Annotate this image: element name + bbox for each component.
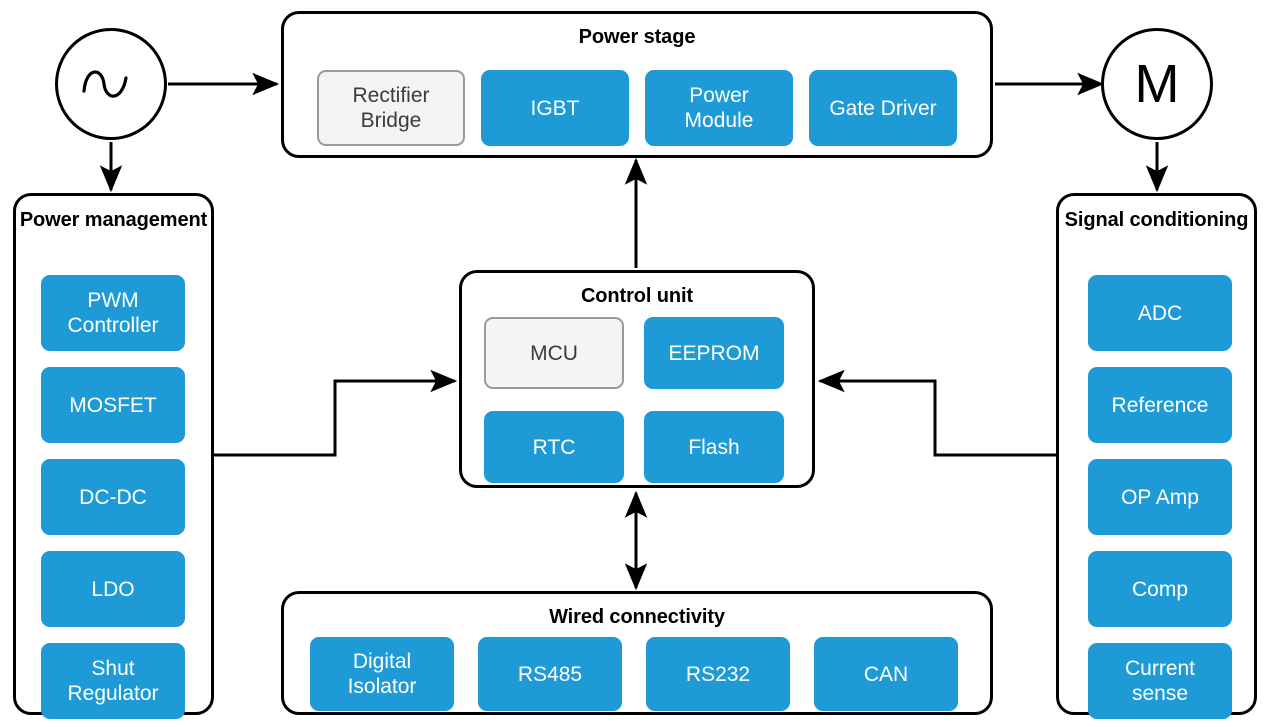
block-mosfet[interactable]: MOSFET [41,367,185,443]
block-current-sense[interactable]: Current sense [1088,643,1232,719]
panel-wired-connectivity-title: Wired connectivity [549,606,725,628]
sine-wave-icon [82,70,128,98]
ac-source-node[interactable] [55,28,167,140]
block-adc[interactable]: ADC [1088,275,1232,351]
wire-signal-conditioning-to-control-unit [817,369,1056,457]
block-rtc[interactable]: RTC [484,411,624,483]
block-dc-dc[interactable]: DC-DC [41,459,185,535]
block-comp[interactable]: Comp [1088,551,1232,627]
block-rs485[interactable]: RS485 [478,637,622,711]
block-power-module[interactable]: Power Module [645,70,793,146]
panel-signal-conditioning-title: Signal conditioning [1064,209,1249,231]
block-pwm-controller[interactable]: PWM Controller [41,275,185,351]
motor-node[interactable]: M [1101,28,1213,140]
panel-signal-conditioning[interactable]: Signal conditioning ADC Reference OP Amp… [1056,193,1257,719]
panel-power-management-title: Power management [19,209,208,231]
block-reference[interactable]: Reference [1088,367,1232,443]
panel-power-stage[interactable]: Power stage Rectifier Bridge IGBT Power … [281,11,993,158]
block-flash[interactable]: Flash [644,411,784,483]
block-rectifier-bridge[interactable]: Rectifier Bridge [317,70,465,146]
block-can[interactable]: CAN [814,637,958,711]
block-ldo[interactable]: LDO [41,551,185,627]
block-rs232[interactable]: RS232 [646,637,790,711]
panel-control-unit-title: Control unit [580,285,694,307]
block-mcu[interactable]: MCU [484,317,624,389]
panel-wired-connectivity[interactable]: Wired connectivity Digital Isolator RS48… [281,591,993,715]
block-op-amp[interactable]: OP Amp [1088,459,1232,535]
block-eeprom[interactable]: EEPROM [644,317,784,389]
motor-label: M [1134,54,1180,114]
panel-control-unit[interactable]: Control unit MCU EEPROM RTC Flash [459,270,815,488]
block-igbt[interactable]: IGBT [481,70,629,146]
block-shut-regulator[interactable]: Shut Regulator [41,643,185,719]
block-gate-driver[interactable]: Gate Driver [809,70,957,146]
panel-power-stage-title: Power stage [578,26,696,48]
panel-power-management[interactable]: Power management PWM Controller MOSFET D… [13,193,214,719]
wire-power-management-to-control-unit [214,369,458,457]
block-digital-isolator[interactable]: Digital Isolator [310,637,454,711]
